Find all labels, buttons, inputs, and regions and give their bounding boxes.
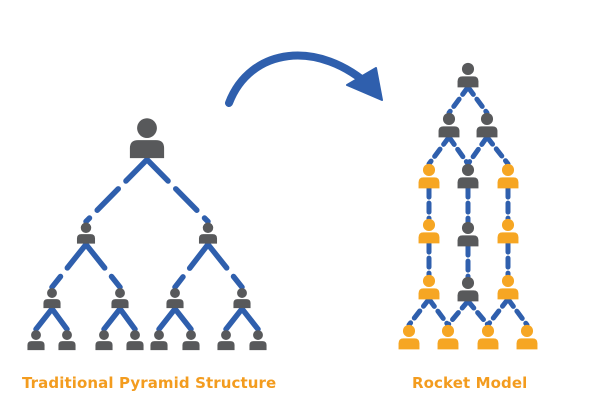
connector-line bbox=[83, 156, 150, 225]
person-icon bbox=[476, 112, 498, 138]
person-icon bbox=[166, 288, 184, 309]
connector-line bbox=[446, 84, 471, 116]
person-icon bbox=[76, 222, 96, 244]
person-icon bbox=[27, 330, 45, 351]
person-icon bbox=[497, 163, 519, 189]
connector-line bbox=[505, 296, 530, 328]
connector-line bbox=[465, 298, 491, 328]
person-icon bbox=[457, 62, 479, 88]
rocket-connectors bbox=[406, 84, 530, 328]
person-icon bbox=[182, 330, 200, 351]
person-icon bbox=[398, 324, 420, 350]
pyramid-caption: Traditional Pyramid Structure bbox=[22, 374, 277, 392]
connector-line bbox=[33, 306, 55, 332]
connector-line bbox=[172, 241, 211, 290]
connector-line bbox=[426, 134, 452, 167]
connector-line bbox=[172, 306, 194, 332]
connector-line bbox=[117, 306, 138, 332]
connector-line bbox=[205, 241, 245, 290]
person-icon bbox=[418, 218, 440, 244]
rocket-caption: Rocket Model bbox=[412, 374, 528, 392]
person-icon bbox=[438, 112, 460, 138]
connector-line bbox=[156, 306, 178, 332]
person-icon bbox=[437, 324, 459, 350]
connector-line bbox=[484, 134, 511, 167]
connector-line bbox=[49, 306, 70, 332]
connector-line bbox=[239, 306, 261, 332]
person-icon bbox=[249, 330, 267, 351]
person-icon bbox=[150, 330, 168, 351]
connector-line bbox=[445, 298, 471, 328]
connector-line bbox=[465, 84, 490, 116]
person-icon bbox=[111, 288, 129, 309]
person-icon bbox=[43, 288, 61, 309]
connector-line bbox=[144, 156, 211, 225]
curved-arrow-icon bbox=[225, 51, 383, 107]
person-icon bbox=[516, 324, 538, 350]
person-icon bbox=[95, 330, 113, 351]
person-icon bbox=[58, 330, 76, 351]
rocket-structure bbox=[398, 62, 538, 350]
connector-line bbox=[485, 296, 511, 328]
person-icon bbox=[198, 222, 218, 244]
person-icon bbox=[497, 218, 519, 244]
person-icon bbox=[477, 324, 499, 350]
person-icon bbox=[217, 330, 235, 351]
connector-line bbox=[83, 241, 123, 290]
connector-line bbox=[101, 306, 123, 332]
connector-line bbox=[223, 306, 245, 332]
connector-line bbox=[465, 134, 490, 167]
connector-line bbox=[406, 296, 432, 328]
person-icon bbox=[233, 288, 251, 309]
person-icon bbox=[129, 118, 165, 159]
person-icon bbox=[418, 163, 440, 189]
person-icon bbox=[457, 163, 479, 189]
person-icon bbox=[418, 274, 440, 300]
person-icon bbox=[126, 330, 144, 351]
person-icon bbox=[497, 274, 519, 300]
person-icon bbox=[457, 276, 479, 302]
person-icon bbox=[457, 221, 479, 247]
connector-line bbox=[49, 241, 89, 290]
pyramid-structure bbox=[27, 118, 267, 351]
connector-line bbox=[446, 134, 471, 167]
pyramid-connectors bbox=[33, 156, 261, 332]
connector-line bbox=[426, 296, 451, 328]
